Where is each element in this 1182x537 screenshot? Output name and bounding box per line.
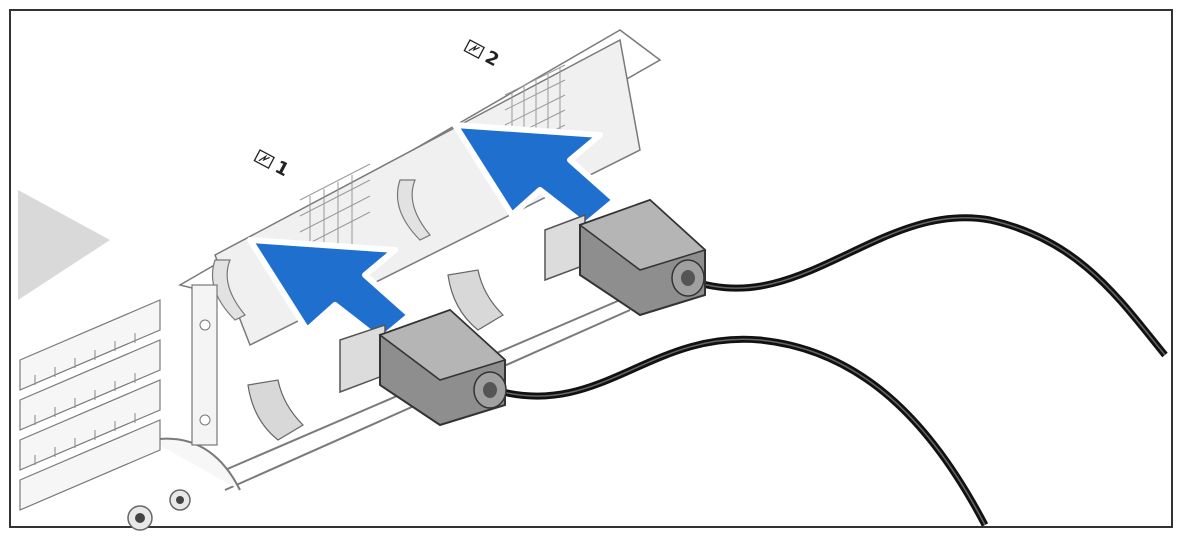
server-chassis [19, 29, 662, 531]
insert-arrow-psu-1 [247, 237, 413, 343]
insert-arrow-psu-2 [452, 122, 618, 228]
psu-1-handle[interactable] [211, 259, 246, 321]
cable-retention-clip-1[interactable] [247, 379, 304, 441]
power-plug-1[interactable] [339, 308, 507, 427]
psu-2-handle[interactable] [396, 179, 431, 241]
cable-retention-clip-2[interactable] [447, 269, 504, 331]
psu-1-vent [299, 163, 371, 266]
power-plug-2[interactable] [544, 198, 707, 317]
background-shape [18, 190, 110, 300]
